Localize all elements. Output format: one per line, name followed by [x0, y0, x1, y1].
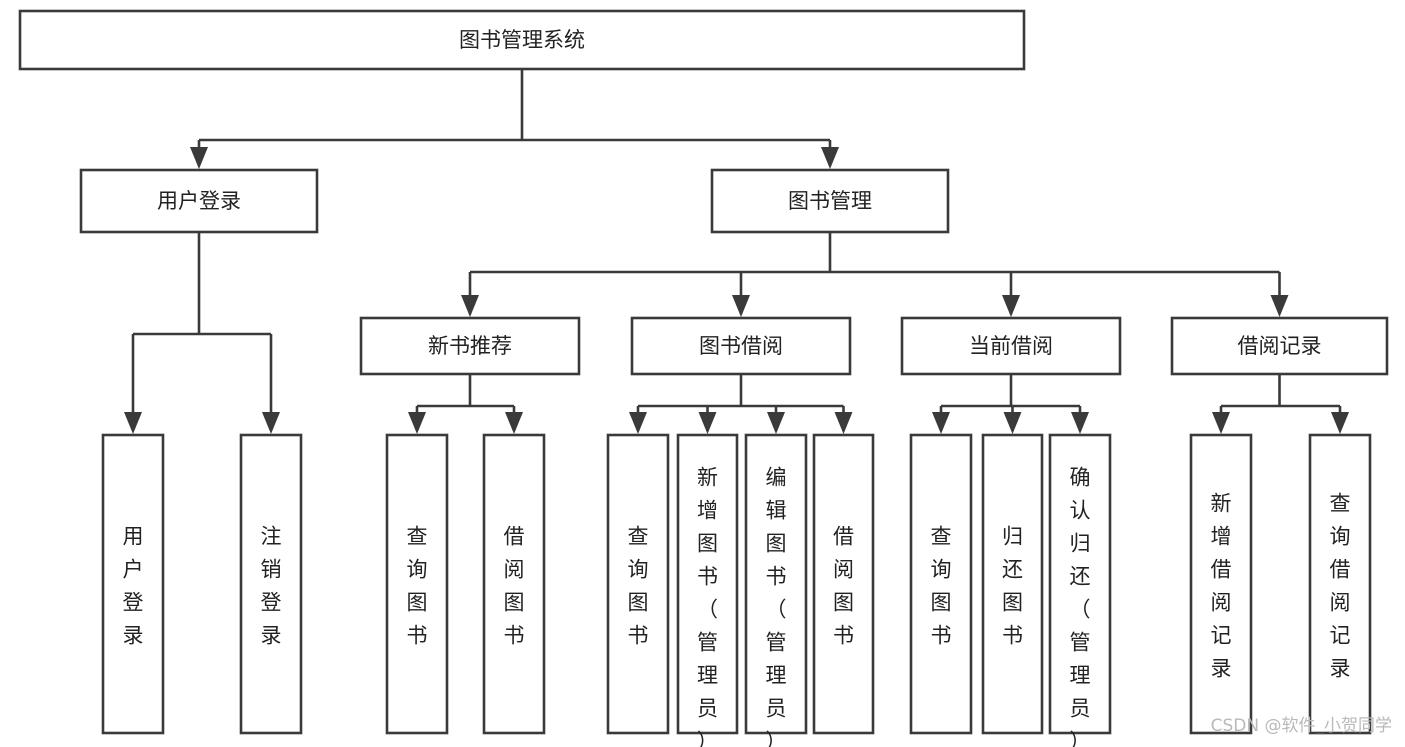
node-leaf-查询借阅记录-12[interactable]: 查询借阅记录 — [1308, 433, 1372, 735]
arrow-head-icon — [1071, 412, 1089, 434]
node-box — [606, 433, 670, 735]
arrow-head-icon — [834, 412, 853, 434]
arrow-head-icon — [1003, 412, 1022, 434]
node-box — [1189, 433, 1253, 735]
arrow-head-icon — [408, 412, 426, 434]
node-box — [909, 433, 973, 735]
node-label: 借阅图书 — [833, 525, 854, 648]
node-box — [359, 316, 581, 376]
node-label: 查询图书 — [628, 525, 649, 648]
node-leaf-借阅图书-3[interactable]: 借阅图书 — [482, 433, 546, 735]
node-box — [744, 433, 808, 735]
node-l2-图书借阅-1[interactable]: 图书借阅 — [630, 316, 852, 376]
arrow-head-icon — [629, 412, 647, 434]
arrow-head-icon — [124, 412, 142, 434]
node-leaf-查询图书-2[interactable]: 查询图书 — [385, 433, 449, 735]
node-label: 借阅记录 — [1238, 334, 1322, 358]
node-label: 新书推荐 — [428, 334, 512, 358]
node-box — [676, 433, 739, 735]
node-box — [1170, 316, 1389, 376]
node-box — [1048, 433, 1112, 735]
node-l1-图书管理-1[interactable]: 图书管理 — [710, 168, 950, 234]
node-leaf-查询图书-8[interactable]: 查询图书 — [909, 433, 973, 735]
node-leaf-新增图书管理员-5[interactable]: 新增图书（管理员） — [676, 433, 739, 747]
arrow-head-icon — [698, 412, 717, 434]
node-label: 查询图书 — [931, 525, 952, 648]
arrow-head-icon — [767, 412, 785, 434]
node-label: 当前借阅 — [969, 334, 1053, 358]
arrow-head-icon — [1270, 295, 1289, 317]
arrow-head-icon — [932, 412, 950, 434]
node-label: 查询借阅记录 — [1330, 492, 1351, 681]
arrow-head-icon — [262, 412, 280, 434]
node-l2-新书推荐-0[interactable]: 新书推荐 — [359, 316, 581, 376]
node-box — [239, 433, 303, 735]
node-box — [812, 433, 875, 735]
node-label: 新增图书（管理员） — [697, 466, 718, 747]
node-root-图书管理系统-0[interactable]: 图书管理系统 — [18, 9, 1026, 71]
node-leaf-借阅图书-7[interactable]: 借阅图书 — [812, 433, 875, 735]
arrow-head-icon — [1002, 295, 1020, 317]
node-label: 新增借阅记录 — [1211, 492, 1232, 681]
node-label: 查询图书 — [407, 525, 428, 648]
node-l2-当前借阅-2[interactable]: 当前借阅 — [900, 316, 1122, 376]
node-box — [385, 433, 449, 735]
node-box — [981, 433, 1044, 735]
node-label: 归还图书 — [1002, 525, 1023, 648]
arrow-head-icon — [1212, 412, 1230, 434]
node-box — [1308, 433, 1372, 735]
node-label: 图书借阅 — [699, 334, 783, 358]
arrow-head-icon — [190, 147, 208, 169]
node-leaf-归还图书-9[interactable]: 归还图书 — [981, 433, 1044, 735]
node-label: 用户登录 — [123, 525, 144, 648]
node-label: 注销登录 — [261, 525, 282, 648]
node-box — [18, 9, 1026, 71]
node-label: 编辑图书（管理员） — [766, 466, 787, 747]
node-label: 图书管理系统 — [459, 28, 585, 52]
node-box — [101, 433, 165, 735]
node-label: 用户登录 — [157, 189, 241, 213]
connector-layer — [124, 69, 1349, 434]
node-label: 确认归还（管理员） — [1070, 466, 1091, 747]
node-box — [482, 433, 546, 735]
watermark-label: CSDN @软件_小贺同学 — [1211, 716, 1392, 736]
node-box — [630, 316, 852, 376]
arrow-head-icon — [1331, 412, 1349, 434]
node-box — [900, 316, 1122, 376]
arrow-head-icon — [505, 412, 523, 434]
node-leaf-用户登录-0[interactable]: 用户登录 — [101, 433, 165, 735]
node-leaf-查询图书-4[interactable]: 查询图书 — [606, 433, 670, 735]
node-leaf-新增借阅记录-11[interactable]: 新增借阅记录 — [1189, 433, 1253, 735]
arrow-head-icon — [461, 295, 479, 317]
node-label: 借阅图书 — [504, 525, 525, 648]
node-leaf-编辑图书管理员-6[interactable]: 编辑图书（管理员） — [744, 433, 808, 747]
node-label: 图书管理 — [788, 189, 872, 213]
arrow-head-icon — [821, 147, 839, 169]
node-l1-用户登录-0[interactable]: 用户登录 — [79, 168, 319, 234]
node-leaf-确认归还管理员-10[interactable]: 确认归还（管理员） — [1048, 433, 1112, 747]
node-box — [710, 168, 950, 234]
node-box — [79, 168, 319, 234]
node-l2-借阅记录-3[interactable]: 借阅记录 — [1170, 316, 1389, 376]
node-leaf-注销登录-1[interactable]: 注销登录 — [239, 433, 303, 735]
node-layer: 图书管理系统用户登录图书管理新书推荐图书借阅当前借阅借阅记录用户登录注销登录查询… — [18, 9, 1389, 747]
arrow-head-icon — [732, 295, 750, 317]
